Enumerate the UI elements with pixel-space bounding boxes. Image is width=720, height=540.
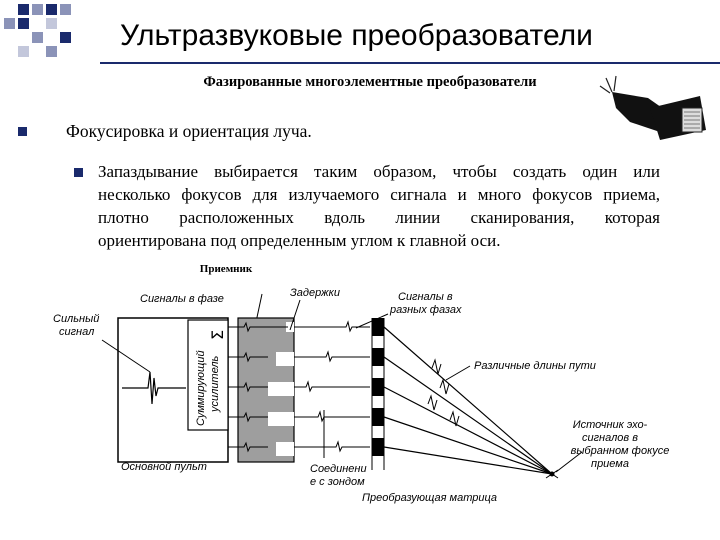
focus-label-1: Источник эхо-: [573, 419, 648, 431]
focus-label-4: приема: [591, 458, 629, 470]
matrix-label: Преобразующая матрица: [362, 492, 497, 504]
array-element-4: [372, 408, 384, 426]
array-element-5: [372, 438, 384, 456]
focus-starburst: [545, 469, 559, 479]
array-element-3: [372, 378, 384, 396]
delays-label: Задержки: [290, 287, 340, 299]
path-lengths-label: Различные длины пути: [474, 360, 596, 372]
bullet-text-1: Фокусировка и ориентация луча.: [66, 121, 312, 141]
diff-phase-label-2: разных фазах: [389, 304, 462, 316]
strong-signal-leader: [101, 339, 151, 373]
acoustic-paths: [383, 326, 553, 475]
paragraph-line-2: несколько фокусов для излучаемого сигнал…: [98, 185, 660, 204]
page-title: Ультразвуковые преобразователи: [120, 19, 593, 52]
in-phase-label: Сигналы в фазе: [140, 293, 224, 305]
receiver-label: Приемник: [200, 263, 253, 275]
sigma-symbol: Σ: [208, 330, 227, 340]
header-square-4: [60, 4, 71, 15]
focus-leader: [555, 451, 583, 473]
paragraph-line-3: плотно расположенных вдоль линии сканиро…: [98, 208, 660, 227]
header-square-3: [46, 4, 57, 15]
bullet-paragraph-2: Запаздывание выбирается таким образом, ч…: [98, 160, 660, 252]
header-square-9: [60, 32, 71, 43]
delay-element-2: [276, 352, 294, 366]
strong-signal-label-1: Сильный: [53, 313, 99, 325]
summing-amplifier-box: [187, 319, 229, 431]
echo-waveforms: [427, 358, 460, 427]
paragraph-line-4: ориентирована под определенным углом к г…: [98, 231, 501, 250]
amplifier-label-2: усилитель: [209, 355, 221, 413]
array-element-2: [372, 348, 384, 366]
bullet-marker-1: [18, 127, 27, 136]
header-square-10: [18, 46, 29, 57]
diff-phase-label-1: Сигналы в: [398, 291, 453, 303]
header-underline: [100, 62, 720, 64]
strong-signal-waveform: [122, 371, 186, 405]
connection-label-1: Соединени: [310, 463, 367, 475]
bullet-marker-2: [74, 168, 83, 177]
delay-element-4: [268, 412, 294, 426]
header-square-11: [46, 46, 57, 57]
delay-element-1: [286, 322, 294, 332]
header-bar: Ультразвуковые преобразователи: [0, 0, 720, 70]
delay-element-5: [276, 442, 294, 456]
amplifier-label-1: Суммирующий: [195, 350, 207, 426]
header-square-2: [32, 4, 43, 15]
probe-image: [599, 75, 706, 140]
delays-leader: [289, 299, 301, 331]
header-square-6: [18, 18, 29, 29]
path-lengths-leader: [445, 365, 471, 381]
signal-lines: [228, 320, 370, 453]
array-element-1: [372, 318, 384, 336]
header-square-1: [18, 4, 29, 15]
array-bracket: [371, 318, 385, 470]
console-label: Основной пульт: [121, 461, 207, 473]
connection-label-2: е с зондом: [310, 476, 365, 488]
delay-element-3: [268, 382, 294, 396]
header-square-5: [4, 18, 15, 29]
paragraph-line-1: Запаздывание выбирается таким образом, ч…: [98, 162, 660, 181]
header-square-7: [46, 18, 57, 29]
strong-signal-label-2: сигнал: [59, 326, 94, 338]
section-subtitle: Фазированные многоэлементные преобразова…: [203, 74, 537, 90]
header-square-8: [32, 32, 43, 43]
focus-label-3: выбранном фокусе: [571, 445, 670, 457]
in-phase-leader: [255, 293, 263, 323]
focus-label-2: сигналов в: [582, 432, 638, 444]
